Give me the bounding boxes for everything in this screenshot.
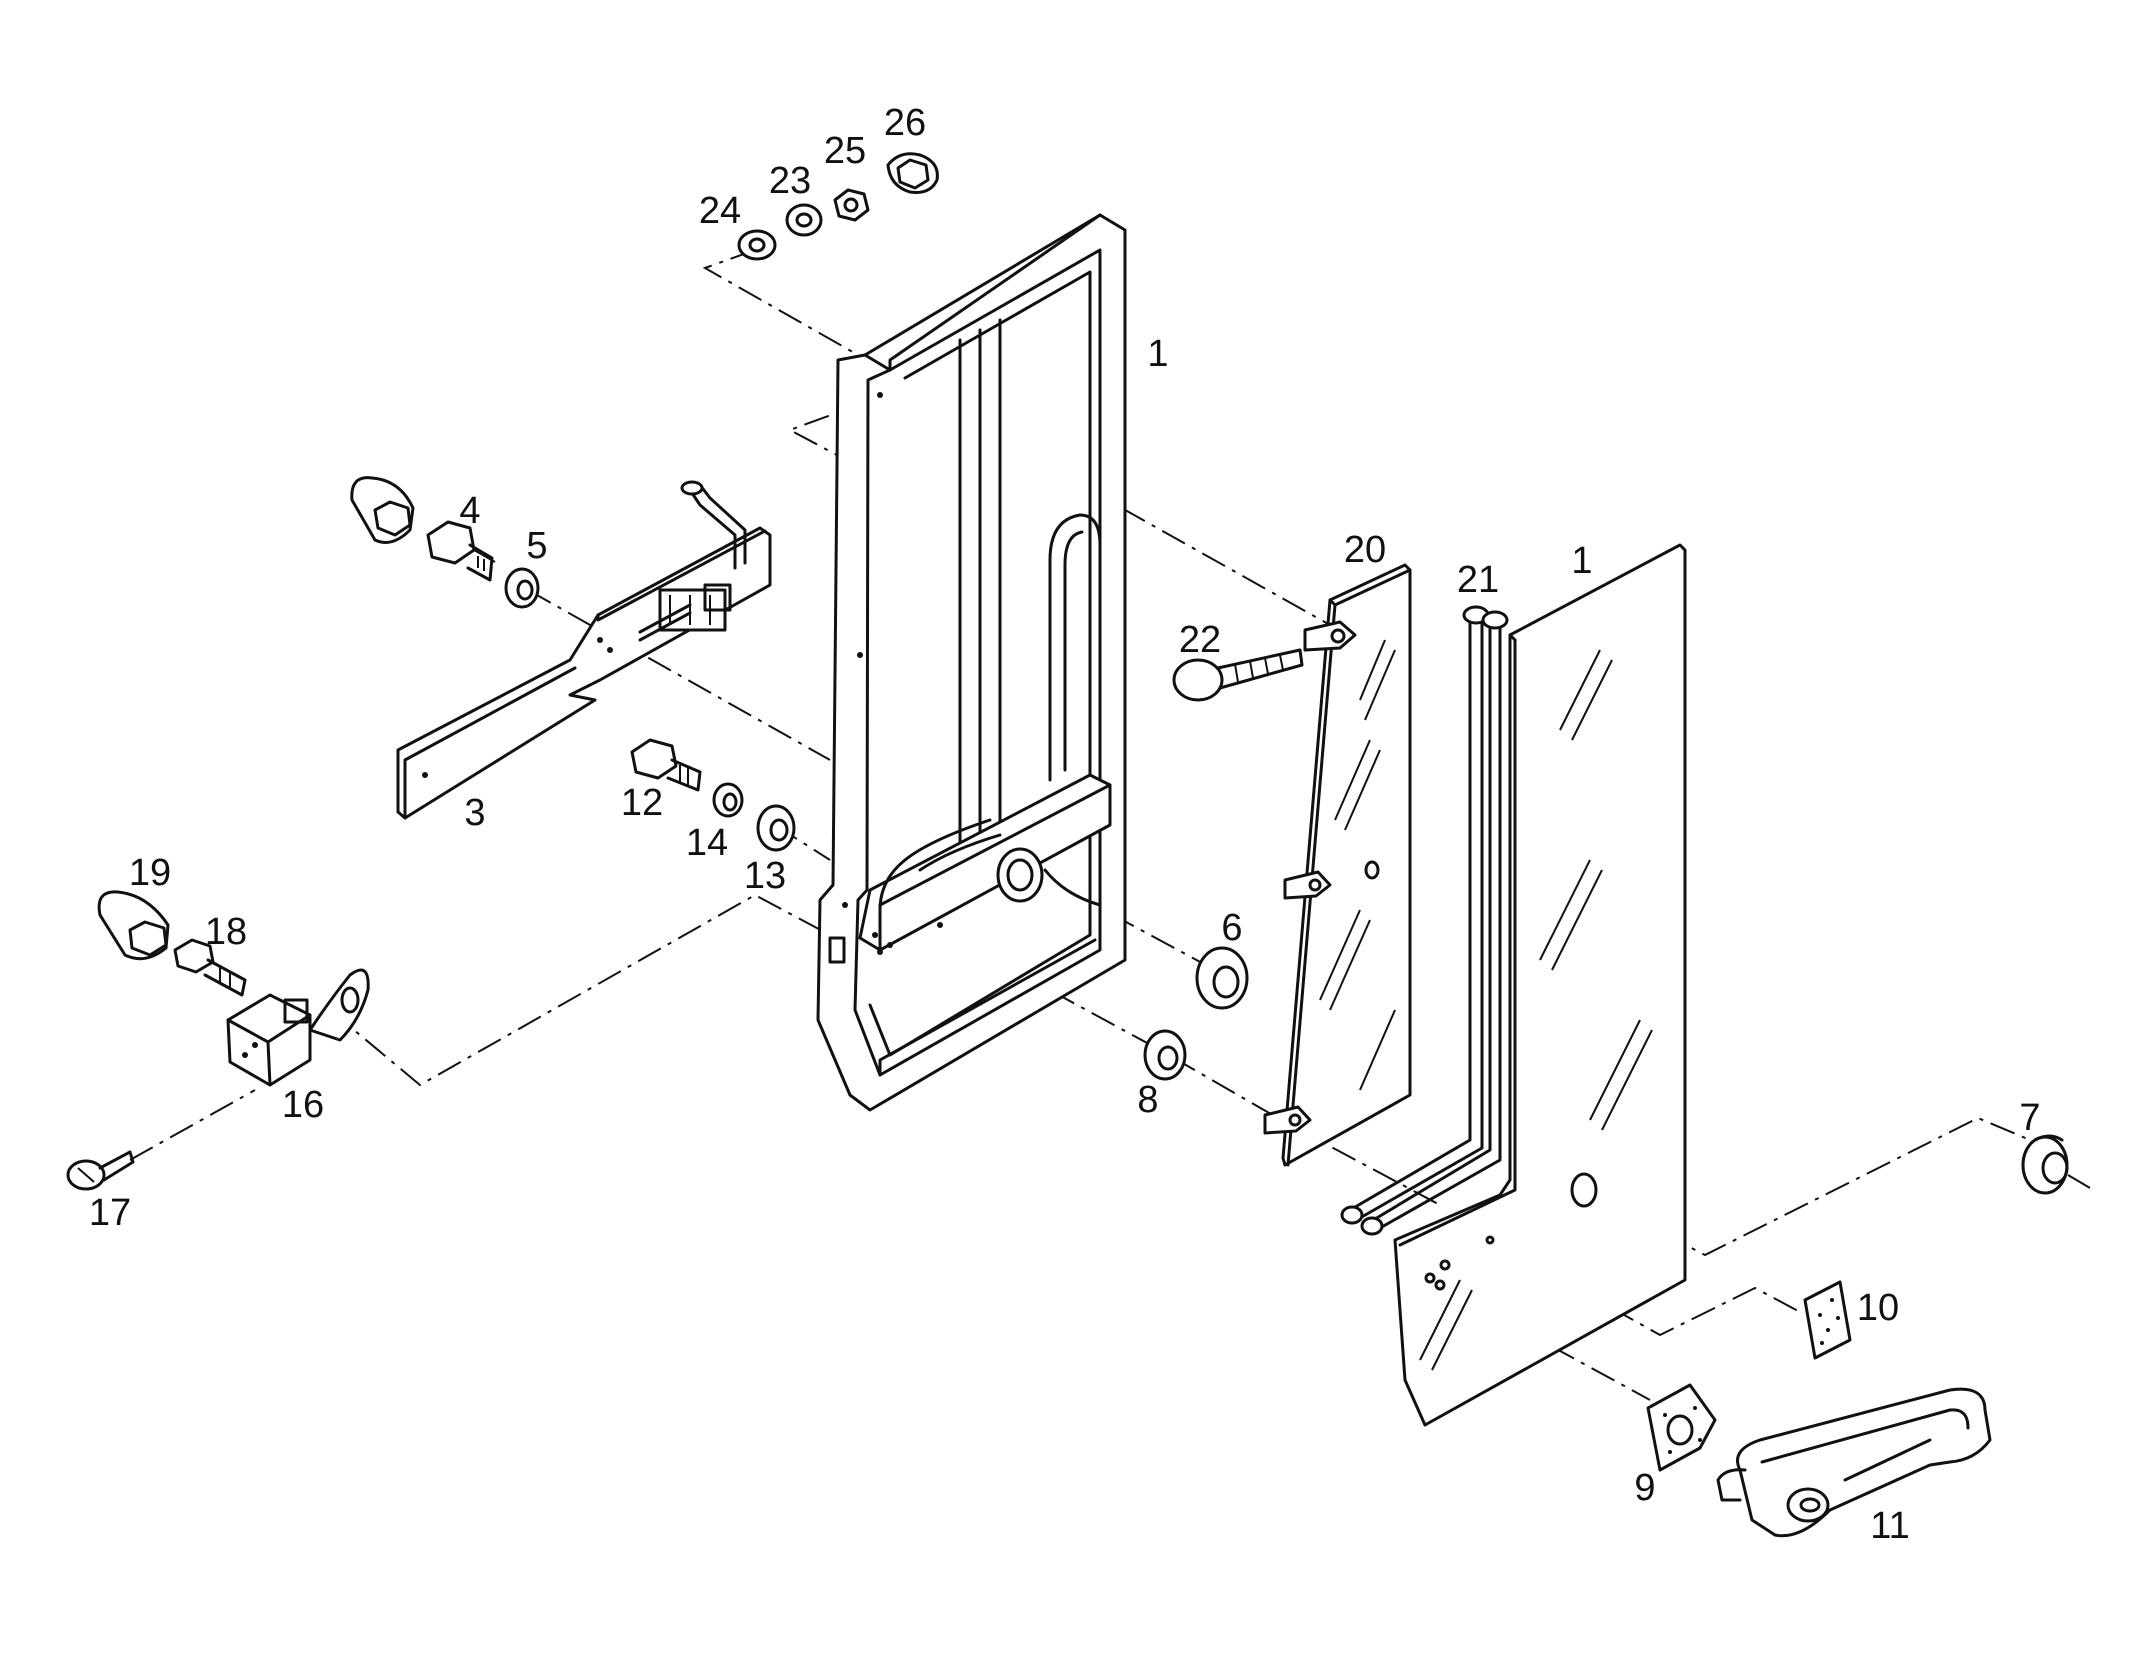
door-frame-part-1	[816, 213, 1127, 1112]
callout-9: 9	[1634, 1467, 1655, 1509]
callout-25: 25	[824, 130, 866, 172]
pad-part-9	[1646, 1383, 1717, 1472]
cap-nut	[350, 476, 415, 544]
callout-17: 17	[89, 1192, 131, 1234]
callout-labels: 1 1 3 4 5 6 7 8 9 10 11 12 13 14 16 17 1…	[89, 102, 2041, 1547]
bolt-part-4	[426, 520, 496, 582]
callout-14: 14	[686, 822, 728, 864]
washer-part-8	[1143, 1029, 1187, 1081]
handle-part-11	[1716, 1387, 1992, 1538]
callout-24: 24	[699, 190, 741, 232]
pad-part-10	[1803, 1280, 1852, 1360]
callout-8: 8	[1137, 1079, 1158, 1121]
bolt-part-18	[173, 938, 247, 997]
seal-part-21	[1340, 605, 1509, 1236]
callout-21: 21	[1457, 559, 1499, 601]
screw-part-17	[66, 1150, 135, 1191]
callout-26: 26	[884, 102, 926, 144]
nut-part-26	[886, 152, 939, 194]
callout-13: 13	[744, 855, 786, 897]
callout-11: 11	[1870, 1505, 1909, 1547]
grommet-part-7	[2021, 1134, 2091, 1195]
callout-6: 6	[1221, 907, 1242, 949]
latch-plate-part-3	[396, 480, 772, 820]
callout-10: 10	[1857, 1287, 1899, 1329]
callout-22: 22	[1179, 619, 1221, 661]
callout-3: 3	[464, 792, 485, 834]
glass-panel-part-20	[1263, 563, 1412, 1167]
glass-panel-part-1	[1393, 543, 1687, 1427]
callout-16: 16	[282, 1084, 324, 1126]
callout-7: 7	[2019, 1097, 2040, 1139]
callout-23: 23	[769, 160, 811, 202]
bolt-part-12	[630, 738, 702, 792]
callout-12: 12	[621, 782, 663, 824]
callout-20: 20	[1344, 529, 1386, 571]
washer-part-13	[756, 804, 796, 852]
washer-part-14	[712, 782, 744, 818]
callout-1: 1	[1147, 333, 1168, 375]
washer-part-6	[1195, 946, 1249, 1010]
callout-19: 19	[129, 852, 171, 894]
washer-part-24	[737, 229, 777, 261]
bracket-part-16	[226, 968, 370, 1087]
bolt-part-22	[1172, 648, 1304, 702]
callout-5: 5	[526, 525, 547, 567]
callout-18: 18	[205, 911, 247, 953]
nut-part-25	[833, 188, 870, 222]
washer-part-5	[504, 567, 540, 609]
washer-part-23	[785, 203, 823, 237]
callout-4: 4	[459, 490, 480, 532]
callout-1b: 1	[1571, 540, 1592, 582]
cap-part-19	[97, 890, 170, 961]
